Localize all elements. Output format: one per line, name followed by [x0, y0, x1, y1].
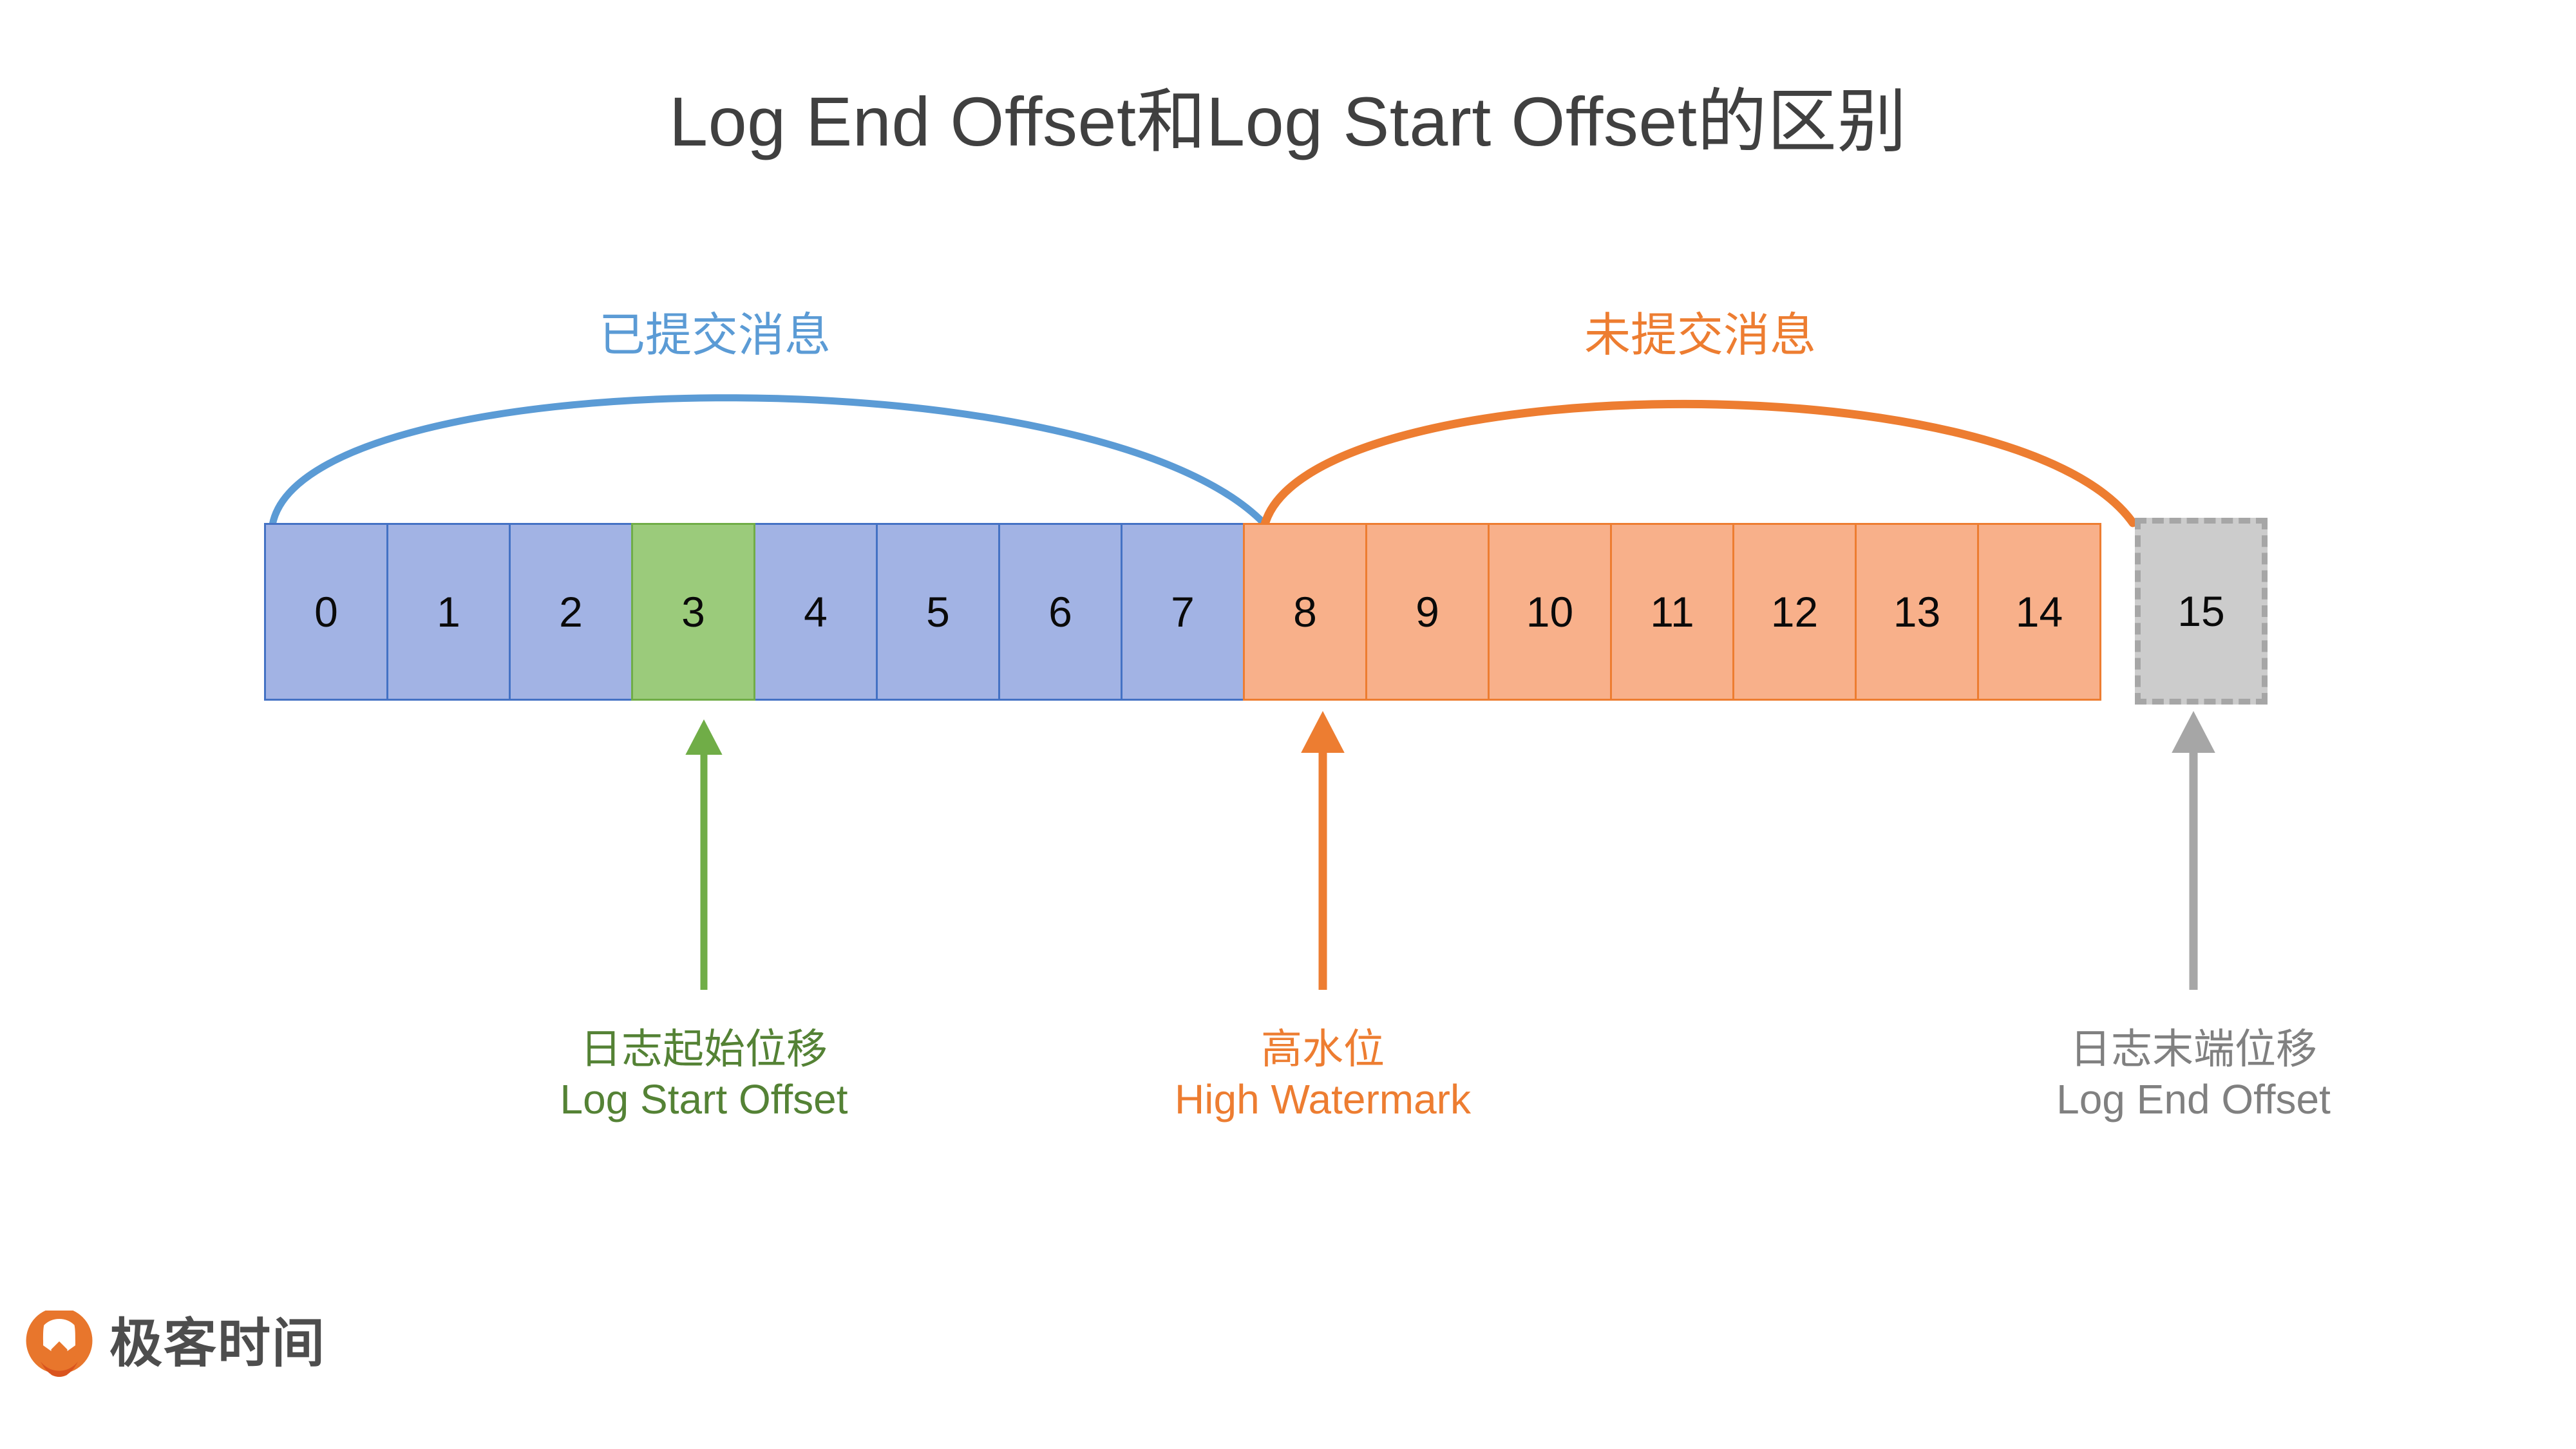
log-start-offset-legend: 日志起始位移 Log Start Offset — [560, 1024, 848, 1124]
offset-cell-3[interactable]: 3 — [631, 523, 755, 701]
offset-cell-1[interactable]: 1 — [386, 523, 511, 701]
uncommitted-messages-label: 未提交消息 — [1584, 310, 1817, 361]
committed-range-arc — [269, 394, 1267, 529]
offset-cell-6[interactable]: 6 — [998, 523, 1122, 701]
offset-cell-13[interactable]: 13 — [1855, 523, 1979, 701]
log-start-offset-legend-en: Log Start Offset — [560, 1076, 848, 1123]
log-end-offset-legend-zh: 日志末端位移 — [2070, 1026, 2317, 1072]
offset-cell-11[interactable]: 11 — [1610, 523, 1734, 701]
geektime-logo-icon — [26, 1311, 93, 1377]
high-watermark-legend: 高水位 High Watermark — [1175, 1024, 1471, 1124]
log-start-offset-legend-zh: 日志起始位移 — [580, 1026, 828, 1072]
offset-cell-5[interactable]: 5 — [876, 523, 1000, 701]
offset-cell-9[interactable]: 9 — [1365, 523, 1490, 701]
uncommitted-range-arc — [1260, 399, 2137, 531]
offset-cell-0[interactable]: 0 — [264, 523, 388, 701]
high-watermark-legend-zh: 高水位 — [1261, 1026, 1385, 1072]
partition-log-offset-row: 0 1 2 3 4 5 6 7 8 9 10 11 12 13 14 15 — [264, 518, 2268, 705]
high-watermark-legend-en: High Watermark — [1175, 1076, 1471, 1123]
offset-cell-8[interactable]: 8 — [1243, 523, 1367, 701]
offset-cell-14[interactable]: 14 — [1977, 523, 2101, 701]
page-title: Log End Offset和Log Start Offset的区别 — [669, 82, 1907, 160]
log-end-offset-legend-en: Log End Offset — [2056, 1076, 2331, 1123]
offset-cell-10[interactable]: 10 — [1488, 523, 1612, 701]
brand-watermark: 极客时间 — [26, 1311, 326, 1378]
offset-cell-12[interactable]: 12 — [1732, 523, 1857, 701]
offset-cell-15[interactable]: 15 — [2135, 518, 2268, 705]
log-end-offset-legend: 日志末端位移 Log End Offset — [2056, 1024, 2331, 1124]
offset-cell-4[interactable]: 4 — [753, 523, 878, 701]
offset-cell-2[interactable]: 2 — [509, 523, 633, 701]
brand-name: 极客时间 — [109, 1314, 327, 1373]
committed-messages-label: 已提交消息 — [599, 310, 831, 361]
offset-cell-7[interactable]: 7 — [1121, 523, 1245, 701]
